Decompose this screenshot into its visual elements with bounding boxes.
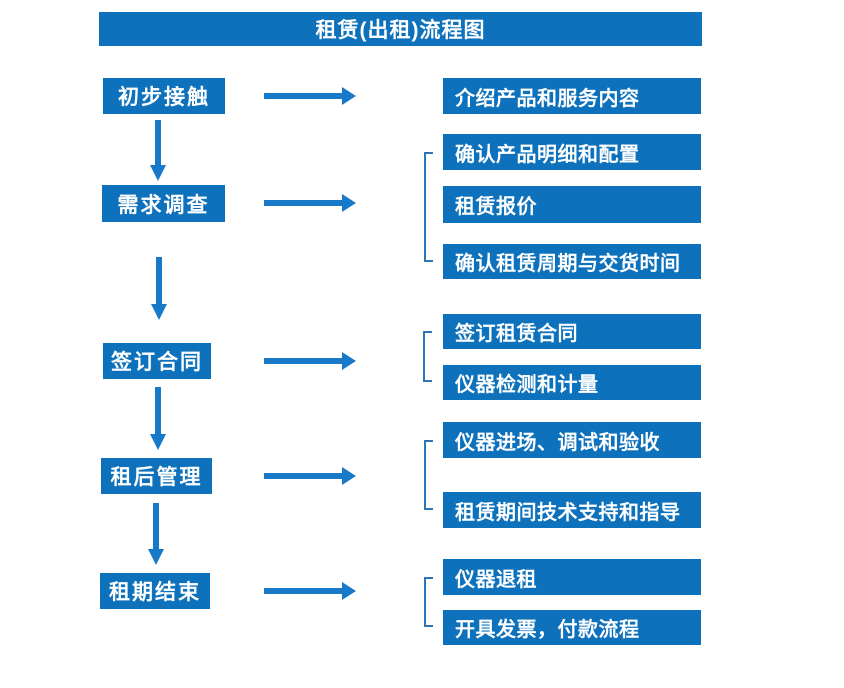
arrow-shaft [155, 120, 161, 165]
group-bracket [423, 331, 432, 382]
step-box: 租期结束 [100, 573, 210, 609]
arrow-head [148, 549, 164, 565]
group-bracket [424, 152, 433, 262]
right-arrow-icon [264, 467, 356, 485]
arrow-shaft [155, 387, 161, 434]
detail-box: 确认租赁周期与交货时间 [443, 244, 701, 279]
detail-box: 仪器退租 [443, 559, 701, 595]
arrow-head [342, 582, 356, 600]
right-arrow-icon [264, 87, 356, 105]
arrow-head [150, 165, 166, 181]
down-arrow-icon [150, 120, 166, 181]
right-arrow-icon [264, 582, 356, 600]
arrow-head [342, 194, 356, 212]
arrow-shaft [264, 588, 342, 594]
step-box: 初步接触 [103, 78, 225, 114]
down-arrow-icon [151, 257, 167, 320]
step-box: 租后管理 [101, 458, 212, 494]
arrow-shaft [153, 503, 159, 549]
detail-box: 介绍产品和服务内容 [443, 78, 701, 114]
arrow-shaft [264, 358, 342, 364]
arrow-head [151, 304, 167, 320]
arrow-head [342, 87, 356, 105]
group-bracket [424, 440, 433, 510]
arrow-shaft [264, 93, 342, 99]
detail-box: 签订租赁合同 [443, 314, 701, 349]
arrow-head [342, 352, 356, 370]
down-arrow-icon [148, 503, 164, 565]
detail-box: 确认产品明细和配置 [443, 134, 701, 170]
arrow-shaft [264, 200, 342, 206]
step-box: 需求调查 [102, 185, 225, 222]
down-arrow-icon [150, 387, 166, 450]
arrow-shaft [264, 473, 342, 479]
detail-box: 租赁报价 [443, 186, 701, 223]
flowchart-title: 租赁(出租)流程图 [99, 12, 702, 46]
right-arrow-icon [264, 352, 356, 370]
arrow-head [150, 434, 166, 450]
detail-box: 仪器检测和计量 [443, 365, 701, 400]
arrow-shaft [156, 257, 162, 304]
detail-box: 开具发票，付款流程 [443, 610, 701, 645]
right-arrow-icon [264, 194, 356, 212]
detail-box: 租赁期间技术支持和指导 [443, 492, 701, 528]
arrow-head [342, 467, 356, 485]
step-box: 签订合同 [103, 343, 211, 379]
detail-box: 仪器进场、调试和验收 [443, 422, 701, 458]
group-bracket [424, 577, 433, 627]
